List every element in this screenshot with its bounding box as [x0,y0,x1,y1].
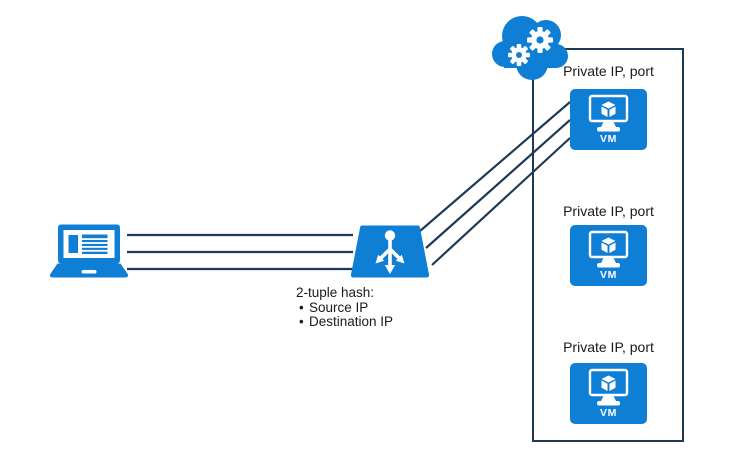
vm2-tile: VM [570,225,647,286]
cube-icon [601,375,616,391]
cube-icon [601,101,616,117]
backend-pool-box [532,48,684,442]
lb-to-vm-line-1 [419,101,571,232]
load-balancer-icon [350,225,430,278]
laptop-icon [49,224,129,278]
vm-monitor-icon [588,368,629,406]
vm-monitor-icon [588,230,629,268]
hash-item-source-ip: • Source IP [296,299,393,316]
vm1-tile: VM [570,89,647,150]
bullet-glyph: • [299,314,304,329]
hash-item-text: Destination IP [309,314,394,329]
cube-icon [601,237,616,253]
vm2-private-ip-label: Private IP, port [563,203,654,219]
vm-monitor-icon [588,94,629,132]
gear-small-icon [508,44,530,66]
vm3-badge: VM [600,407,617,419]
gear-large-icon [527,27,553,53]
lb-to-vm-line-3 [431,137,571,266]
vm3-private-ip-label: Private IP, port [563,339,654,355]
vm1-private-ip-label: Private IP, port [563,63,654,79]
vm2-badge: VM [600,269,617,281]
hash-item-destination-ip: • Destination IP [296,314,394,330]
hash-title: 2-tuple hash: [296,285,375,300]
bullet-glyph: • [299,299,304,315]
vm3-tile: VM [570,363,647,424]
vm1-badge: VM [600,133,617,145]
cloud-gears-icon [492,16,568,80]
balancer-arrows-glyph [375,230,405,274]
hash-item-text: Source IP [309,299,369,315]
lb-to-vm-line-2 [425,119,571,249]
hash-annotation: 2-tuple hash: • Source IP • Destination IP [296,285,394,330]
